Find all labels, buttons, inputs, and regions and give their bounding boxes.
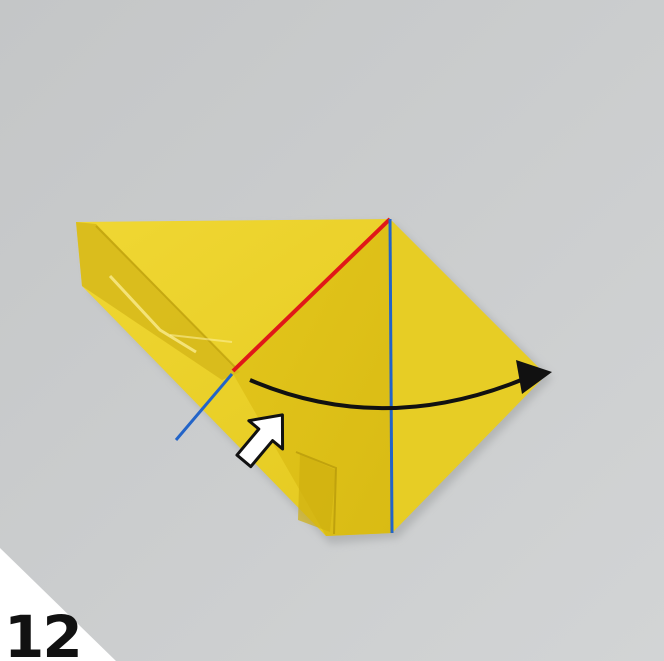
valley-fold-line xyxy=(390,219,392,533)
step-number: 12 xyxy=(4,608,81,661)
